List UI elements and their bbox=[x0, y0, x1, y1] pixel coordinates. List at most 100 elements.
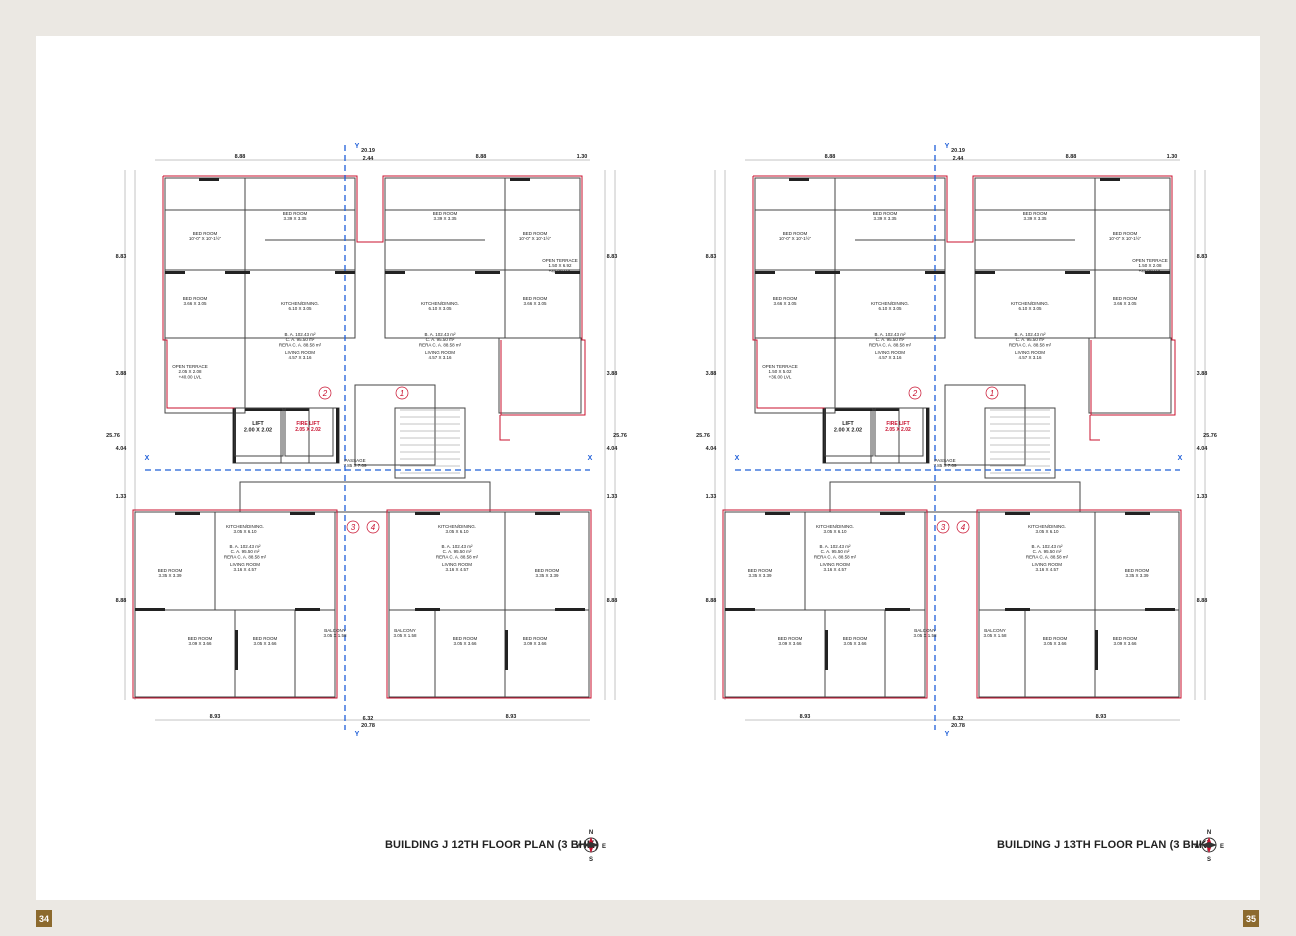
dim-side-right_e: 8.88 bbox=[1197, 598, 1208, 604]
dim-side-right-total: 25.76 bbox=[1203, 433, 1217, 439]
room-label-kitchen-l: KITCHEN/DINING.6.10 X 3.05 bbox=[871, 301, 909, 311]
dim-top-left: 8.88 bbox=[235, 154, 246, 160]
unit-marker-u3 bbox=[346, 520, 360, 534]
red-boundary bbox=[722, 175, 1182, 699]
dim-top-right: 8.88 bbox=[476, 154, 487, 160]
dim-top-left: 8.88 bbox=[825, 154, 836, 160]
dim-side-right_c: 4.04 bbox=[607, 446, 619, 452]
compass-n: N bbox=[589, 830, 593, 836]
axis-label-y-top: Y bbox=[945, 143, 950, 150]
grid-axes bbox=[145, 145, 590, 730]
compass-s: S bbox=[589, 857, 593, 862]
dim-side-right_b: 3.88 bbox=[1197, 371, 1208, 377]
dim-side-left_a: 8.83 bbox=[706, 254, 717, 260]
compass-w: W bbox=[576, 844, 582, 850]
unit-marker-u3 bbox=[936, 520, 950, 534]
dim-side-left-total: 25.76 bbox=[696, 433, 710, 439]
dim-side-left_e: 8.88 bbox=[116, 598, 127, 604]
dim-top-center: 2.44 bbox=[953, 156, 965, 162]
dim-top-center-total: 20.19 bbox=[951, 148, 965, 154]
dim-side-right_d: 1.33 bbox=[607, 494, 618, 500]
room-label-kitchen-bl: KITCHEN/DINING.3.05 X 6.10 bbox=[226, 524, 264, 534]
grid-axes bbox=[735, 145, 1180, 730]
compass-w: W bbox=[1194, 844, 1200, 850]
dim-side-right_b: 3.88 bbox=[607, 371, 618, 377]
axis-label-x-right: X bbox=[1178, 455, 1183, 462]
unit-marker-u1 bbox=[395, 386, 409, 400]
unit-number-u3: 3 bbox=[351, 523, 356, 532]
dim-bottom-right: 8.93 bbox=[1096, 714, 1107, 720]
room-label-kitchen-r: KITCHEN/DINING.6.10 X 3.05 bbox=[421, 301, 459, 311]
dim-bottom-right: 8.93 bbox=[506, 714, 517, 720]
dim-side-left_a: 8.83 bbox=[116, 254, 127, 260]
room-label-kitchen-l: KITCHEN/DINING.6.10 X 3.05 bbox=[281, 301, 319, 311]
red-boundary bbox=[132, 175, 592, 699]
unit-number-u3: 3 bbox=[941, 523, 946, 532]
axis-label-y-bottom: Y bbox=[945, 731, 950, 738]
axis-label-x-left: X bbox=[145, 455, 150, 462]
dim-top-far-right: 1.30 bbox=[577, 154, 588, 160]
dim-side-left_b: 3.88 bbox=[116, 371, 127, 377]
dim-side-right_a: 8.83 bbox=[607, 254, 618, 260]
plan-caption-13th: BUILDING J 13TH FLOOR PLAN (3 BHK) bbox=[997, 839, 1211, 851]
unit-marker-u4 bbox=[956, 520, 970, 534]
plan-caption-12th: BUILDING J 12TH FLOOR PLAN (3 BHK) bbox=[385, 839, 599, 851]
unit-number-u4: 4 bbox=[371, 523, 376, 532]
unit-marker-u1 bbox=[985, 386, 999, 400]
unit-number-u1: 1 bbox=[990, 389, 994, 398]
dim-side-left_c: 4.04 bbox=[706, 446, 718, 452]
unit-number-u4: 4 bbox=[961, 523, 966, 532]
dim-side-right-total: 25.76 bbox=[613, 433, 627, 439]
dim-bottom-center-top: 6.32 bbox=[363, 716, 374, 722]
dim-top-right: 8.88 bbox=[1066, 154, 1077, 160]
axis-label-x-right: X bbox=[588, 455, 593, 462]
dim-top-far-right: 1.30 bbox=[1167, 154, 1178, 160]
unit-marker-u2 bbox=[318, 386, 332, 400]
lift-stair-core bbox=[234, 407, 466, 479]
room-label-kitchen-br: KITCHEN/DINING.3.05 X 6.10 bbox=[1028, 524, 1066, 534]
room-label-kitchen-bl: KITCHEN/DINING.3.05 X 6.10 bbox=[816, 524, 854, 534]
